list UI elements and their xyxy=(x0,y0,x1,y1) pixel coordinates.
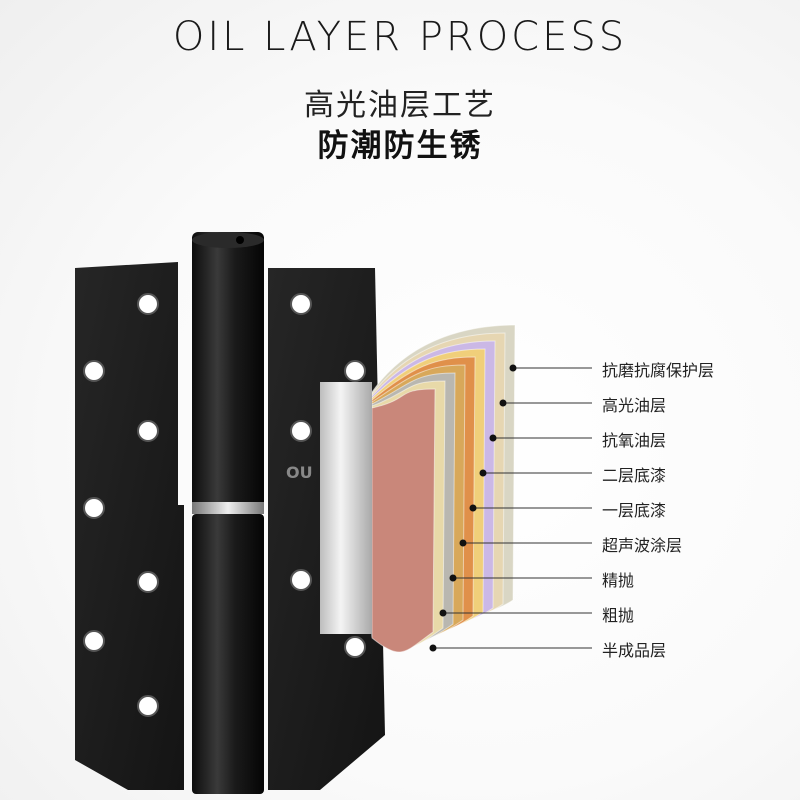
leader-dot xyxy=(449,574,457,582)
hinge-barrel-bottom xyxy=(192,514,264,794)
page-subtitle: 高光油层工艺 xyxy=(304,88,496,123)
layer-leaders xyxy=(429,364,592,652)
left-hinge-leaf xyxy=(75,262,184,790)
layer-label: 抗磨抗腐保护层 xyxy=(602,361,715,380)
layer-label: 超声波涂层 xyxy=(602,536,683,555)
leader-dot xyxy=(489,434,497,442)
page-title: OIL LAYER PROCESS xyxy=(172,14,628,60)
leader-dot xyxy=(509,364,517,372)
layer-label: 精抛 xyxy=(602,571,635,590)
left-leaf-holes xyxy=(83,293,159,717)
layer-label: 二层底漆 xyxy=(602,466,667,485)
leader-dot xyxy=(499,399,507,407)
layer-label: 高光油层 xyxy=(602,396,667,415)
leader-dot xyxy=(479,469,487,477)
layer-label: 半成品层 xyxy=(602,641,667,660)
coating-layer-sheet xyxy=(371,388,436,653)
steel-section xyxy=(320,382,372,634)
leader-dot xyxy=(459,539,467,547)
layer-label: 一层底漆 xyxy=(602,501,667,520)
hinge-marking: OU xyxy=(286,463,313,482)
leader-dot xyxy=(469,504,477,512)
leader-dot xyxy=(439,609,447,617)
page-tagline: 防潮防生锈 xyxy=(317,128,483,164)
hinge-ring xyxy=(192,502,264,514)
coating-layers xyxy=(371,324,516,653)
leader-dot xyxy=(429,644,437,652)
layer-label: 粗抛 xyxy=(602,606,635,625)
right-leaf-holes xyxy=(290,293,366,658)
layer-label: 抗氧油层 xyxy=(602,431,667,450)
hinge-barrel-top xyxy=(192,232,264,508)
